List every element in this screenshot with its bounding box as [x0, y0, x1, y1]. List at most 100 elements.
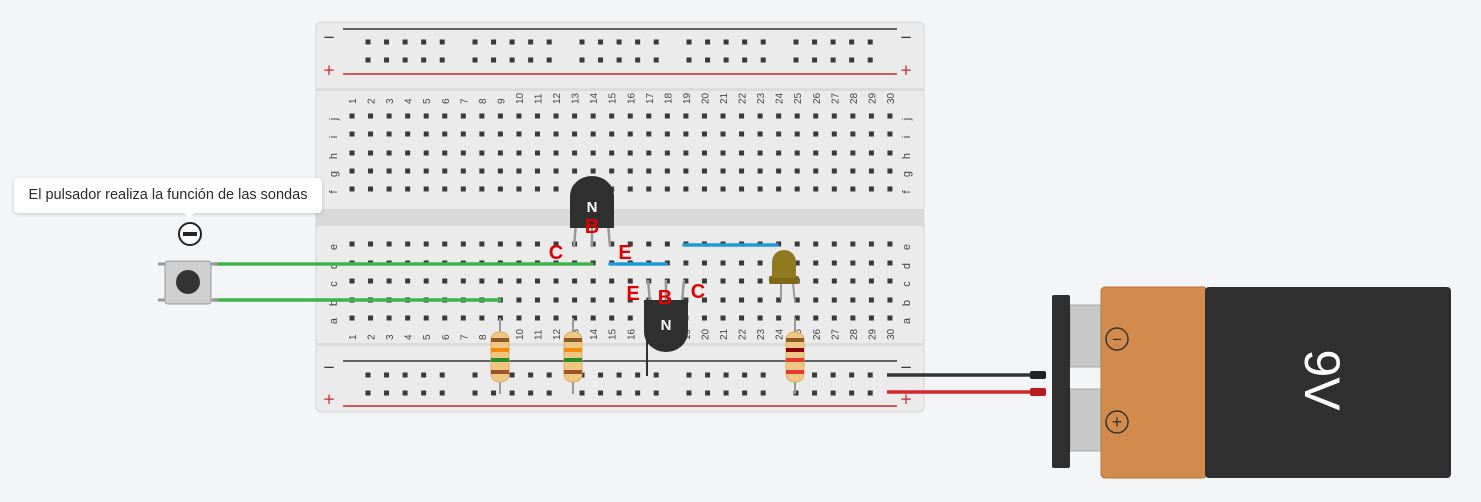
breadboard-hole[interactable]	[405, 278, 411, 284]
breadboard-hole[interactable]	[887, 113, 893, 119]
breadboard-hole[interactable]	[405, 241, 411, 247]
breadboard-hole[interactable]	[479, 113, 485, 119]
breadboard-hole[interactable]	[683, 150, 689, 156]
breadboard-hole[interactable]	[365, 39, 371, 45]
breadboard-hole[interactable]	[742, 372, 748, 378]
breadboard-hole[interactable]	[635, 57, 641, 63]
breadboard-hole[interactable]	[491, 57, 497, 63]
breadboard-hole[interactable]	[423, 278, 429, 284]
breadboard-hole[interactable]	[479, 186, 485, 192]
breadboard-hole[interactable]	[349, 131, 355, 137]
breadboard-hole[interactable]	[491, 390, 497, 396]
breadboard-hole[interactable]	[439, 372, 445, 378]
breadboard-hole[interactable]	[442, 315, 448, 321]
breadboard-hole[interactable]	[794, 260, 800, 266]
breadboard-hole[interactable]	[479, 150, 485, 156]
breadboard-hole[interactable]	[831, 278, 837, 284]
breadboard-hole[interactable]	[546, 39, 552, 45]
breadboard-hole[interactable]	[405, 131, 411, 137]
breadboard-hole[interactable]	[384, 372, 390, 378]
breadboard-hole[interactable]	[868, 241, 874, 247]
breadboard-hole[interactable]	[776, 315, 782, 321]
breadboard-hole[interactable]	[794, 315, 800, 321]
breadboard-hole[interactable]	[384, 390, 390, 396]
breadboard-hole[interactable]	[609, 131, 615, 137]
breadboard-hole[interactable]	[701, 131, 707, 137]
breadboard-hole[interactable]	[497, 131, 503, 137]
breadboard-hole[interactable]	[664, 241, 670, 247]
breadboard-hole[interactable]	[653, 372, 659, 378]
breadboard-hole[interactable]	[553, 113, 559, 119]
breadboard-hole[interactable]	[701, 260, 707, 266]
pushbutton[interactable]	[158, 260, 218, 305]
breadboard-hole[interactable]	[850, 260, 856, 266]
breadboard-hole[interactable]	[368, 113, 374, 119]
breadboard-hole[interactable]	[776, 150, 782, 156]
breadboard-hole[interactable]	[365, 57, 371, 63]
breadboard-hole[interactable]	[368, 131, 374, 137]
breadboard-hole[interactable]	[598, 390, 604, 396]
breadboard-hole[interactable]	[442, 150, 448, 156]
breadboard-hole[interactable]	[887, 241, 893, 247]
breadboard-hole[interactable]	[442, 113, 448, 119]
breadboard-hole[interactable]	[472, 57, 478, 63]
breadboard-hole[interactable]	[664, 186, 670, 192]
breadboard-hole[interactable]	[849, 372, 855, 378]
breadboard-hole[interactable]	[423, 113, 429, 119]
breadboard-hole[interactable]	[664, 113, 670, 119]
breadboard-hole[interactable]	[368, 168, 374, 174]
breadboard-hole[interactable]	[439, 39, 445, 45]
breadboard-hole[interactable]	[546, 372, 552, 378]
breadboard-hole[interactable]	[421, 57, 427, 63]
breadboard-hole[interactable]	[572, 315, 578, 321]
breadboard-hole[interactable]	[497, 186, 503, 192]
breadboard-hole[interactable]	[757, 168, 763, 174]
breadboard-hole[interactable]	[516, 168, 522, 174]
breadboard-hole[interactable]	[646, 113, 652, 119]
breadboard-hole[interactable]	[528, 39, 534, 45]
resistor-2[interactable]	[563, 318, 583, 394]
breadboard-hole[interactable]	[516, 150, 522, 156]
breadboard-hole[interactable]	[664, 278, 670, 284]
breadboard-hole[interactable]	[609, 150, 615, 156]
breadboard-hole[interactable]	[635, 372, 641, 378]
breadboard-hole[interactable]	[528, 372, 534, 378]
breadboard-hole[interactable]	[646, 241, 652, 247]
breadboard-hole[interactable]	[776, 297, 782, 303]
breadboard-hole[interactable]	[850, 150, 856, 156]
breadboard-hole[interactable]	[365, 372, 371, 378]
breadboard-hole[interactable]	[572, 297, 578, 303]
breadboard-hole[interactable]	[598, 57, 604, 63]
breadboard-hole[interactable]	[421, 39, 427, 45]
breadboard-hole[interactable]	[442, 168, 448, 174]
breadboard-hole[interactable]	[479, 131, 485, 137]
breadboard-hole[interactable]	[646, 168, 652, 174]
breadboard-hole[interactable]	[812, 372, 818, 378]
breadboard-hole[interactable]	[739, 297, 745, 303]
breadboard-hole[interactable]	[616, 390, 622, 396]
breadboard-hole[interactable]	[516, 278, 522, 284]
breadboard-hole[interactable]	[402, 390, 408, 396]
breadboard-hole[interactable]	[776, 113, 782, 119]
breadboard-hole[interactable]	[553, 131, 559, 137]
breadboard-hole[interactable]	[579, 57, 585, 63]
breadboard-hole[interactable]	[701, 315, 707, 321]
breadboard-hole[interactable]	[572, 150, 578, 156]
breadboard-hole[interactable]	[590, 168, 596, 174]
breadboard-hole[interactable]	[386, 241, 392, 247]
breadboard-hole[interactable]	[439, 57, 445, 63]
breadboard-hole[interactable]	[830, 57, 836, 63]
breadboard-hole[interactable]	[831, 260, 837, 266]
breadboard-hole[interactable]	[794, 297, 800, 303]
breadboard-hole[interactable]	[479, 278, 485, 284]
breadboard-hole[interactable]	[627, 297, 633, 303]
breadboard-hole[interactable]	[546, 57, 552, 63]
breadboard-hole[interactable]	[442, 278, 448, 284]
breadboard-hole[interactable]	[653, 390, 659, 396]
breadboard-hole[interactable]	[794, 131, 800, 137]
pushbutton-cap[interactable]	[176, 270, 200, 294]
breadboard-hole[interactable]	[535, 315, 540, 321]
breadboard-hole[interactable]	[683, 131, 689, 137]
breadboard-hole[interactable]	[497, 278, 503, 284]
breadboard-hole[interactable]	[598, 39, 604, 45]
